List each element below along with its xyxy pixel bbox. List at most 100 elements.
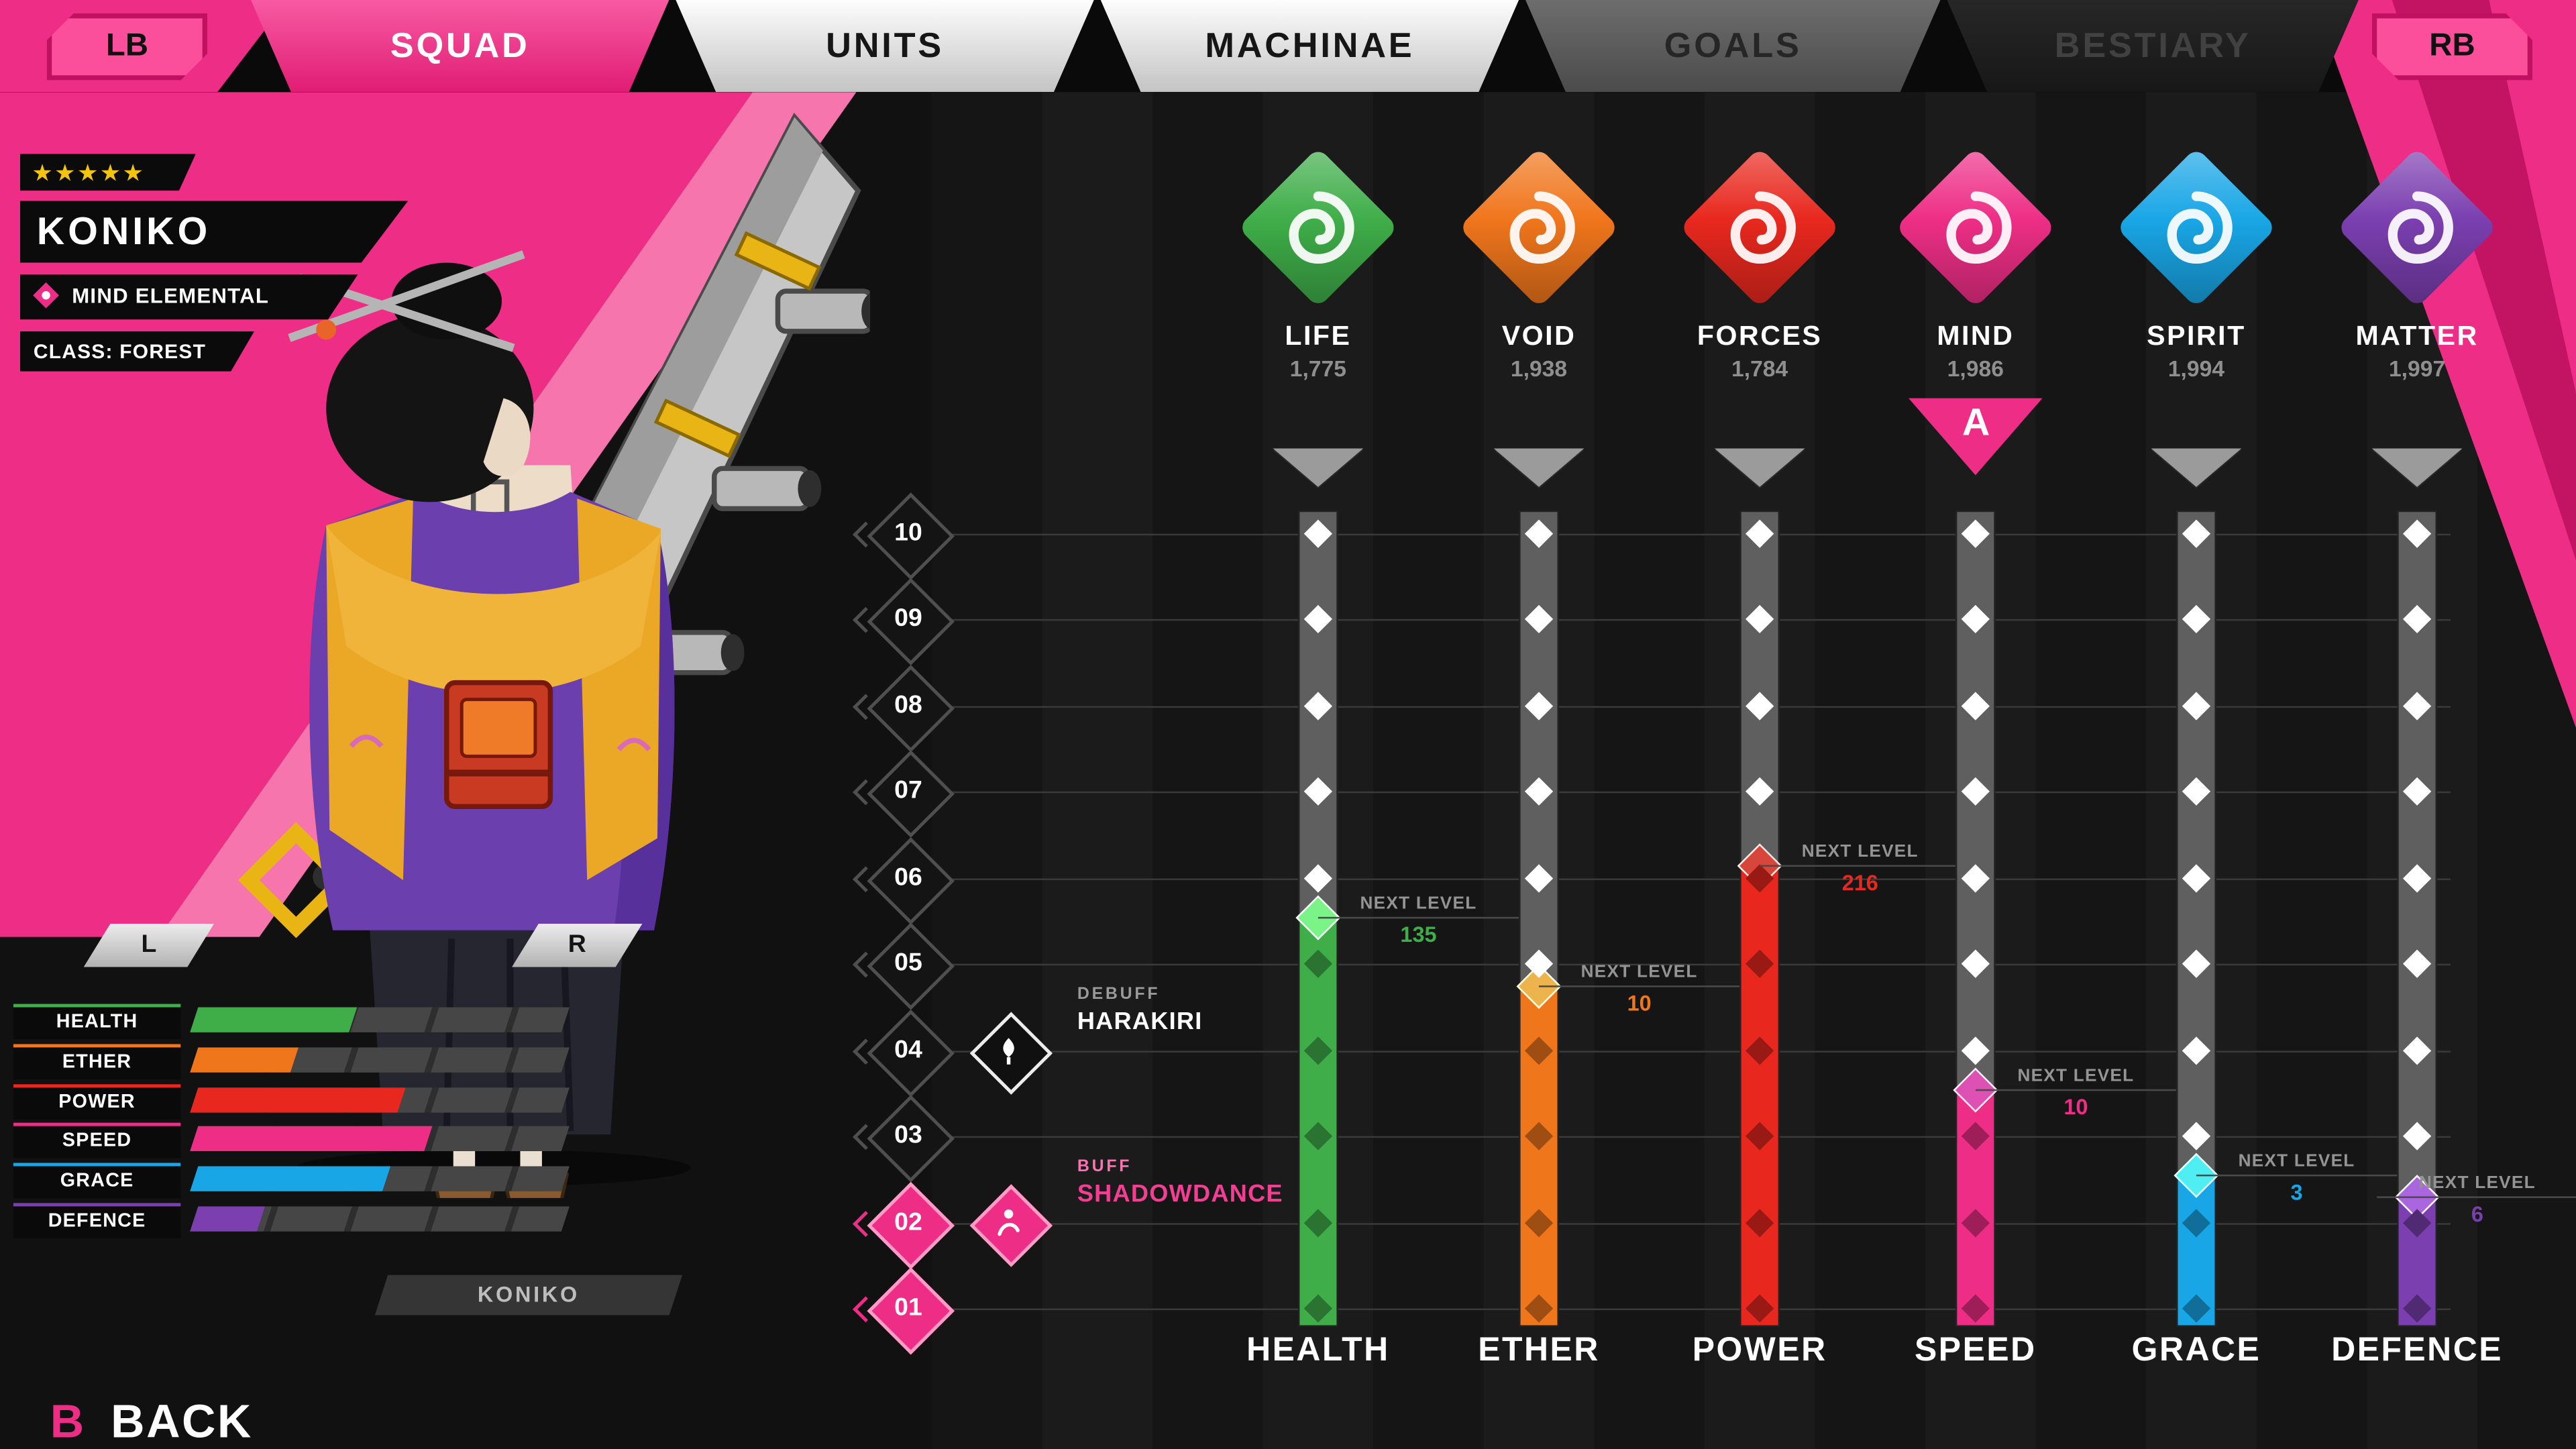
level-notch — [1961, 604, 1990, 634]
stat-summary-panel: HEALTH ETHER POWER SPEED GRACE DEFENCE — [13, 1002, 570, 1241]
level-notch — [1524, 863, 1554, 892]
next-level-value: 216 — [1841, 869, 1878, 895]
column-arrow-icon — [1714, 448, 1805, 487]
column-arrow-icon — [2151, 448, 2242, 487]
level-scale-10: 10 — [852, 491, 955, 580]
level-notch — [2182, 949, 2211, 978]
column-arrow-icon — [1493, 448, 1585, 487]
effect-name: SHADOWDANCE — [1077, 1180, 1283, 1208]
tab-units[interactable]: UNITS — [676, 0, 1093, 92]
character-name: KONIKO — [20, 201, 408, 262]
level-notch — [1303, 604, 1333, 634]
stat-summary-grace: GRACE — [13, 1161, 570, 1201]
level-notch — [2402, 949, 2432, 978]
level-notch — [2402, 604, 2432, 634]
level-scale-05: 05 — [852, 922, 955, 1010]
next-level-label: NEXT LEVEL — [1760, 841, 1961, 867]
stat-label: GRACE — [13, 1163, 181, 1199]
stat-label: ETHER — [13, 1043, 181, 1079]
level-notch — [1961, 519, 1990, 547]
element-value: 1,986 — [1947, 356, 2004, 382]
gridline — [940, 533, 2451, 535]
level-scale-06: 06 — [852, 836, 955, 924]
level-notch — [1524, 777, 1554, 806]
next-level-value: 10 — [2063, 1093, 2088, 1119]
track-label: SPEED — [1915, 1332, 2037, 1369]
track-label: GRACE — [2131, 1332, 2261, 1369]
stat-summary-power: POWER — [13, 1082, 570, 1122]
element-name: SPIRIT — [2147, 321, 2246, 352]
track-bar — [1516, 512, 1562, 1326]
effect-harakiri[interactable]: DEBUFF HARAKIRI — [953, 985, 1371, 1110]
next-level-annotation: NEXT LEVEL 135 — [1318, 893, 1519, 947]
next-level-label: NEXT LEVEL — [2196, 1151, 2398, 1177]
level-scale-01: 01 — [852, 1267, 955, 1355]
level-notch — [2402, 777, 2432, 806]
tab-machinae[interactable]: MACHINAE — [1101, 0, 1519, 92]
level-notch — [2182, 1035, 2211, 1065]
element-life[interactable]: LIFE 1,775 — [1201, 147, 1435, 411]
level-notch — [1961, 1035, 1990, 1065]
track-health[interactable]: NEXT LEVEL 135 HEALTH — [1201, 0, 1519, 1449]
character-class: CLASS: FOREST — [20, 331, 254, 372]
track-label: HEALTH — [1246, 1332, 1390, 1369]
level-notch — [1961, 863, 1990, 892]
level-scale-02: 02 — [852, 1181, 955, 1269]
next-level-label: NEXT LEVEL — [1539, 962, 1740, 987]
character-type: MIND ELEMENTAL — [20, 274, 358, 319]
element-spirit[interactable]: SPIRIT 1,994 — [2079, 147, 2313, 411]
track-bar — [1295, 512, 1341, 1326]
level-notch — [2182, 863, 2211, 892]
level-notch — [1524, 691, 1554, 720]
tab-goals[interactable]: GOALS — [1525, 0, 1940, 92]
r-button[interactable]: R — [512, 924, 642, 967]
level-notch — [2182, 777, 2211, 806]
void-icon — [1458, 147, 1619, 309]
stat-label: POWER — [13, 1083, 181, 1119]
mind-icon — [1894, 147, 2056, 309]
next-level-label: NEXT LEVEL — [1318, 893, 1519, 918]
gridline — [940, 1136, 2451, 1138]
element-forces[interactable]: FORCES 1,784 — [1643, 147, 1877, 411]
tab-bestiary[interactable]: BESTIARY — [1947, 0, 2358, 92]
element-value: 1,938 — [1510, 356, 1568, 382]
element-void[interactable]: VOID 1,938 — [1421, 147, 1656, 411]
element-name: FORCES — [1697, 321, 1823, 352]
rb-shoulder-button[interactable]: RB — [2372, 13, 2532, 80]
level-scale-04: 04 — [852, 1008, 955, 1097]
effect-shadowdance[interactable]: BUFF SHADOWDANCE — [953, 1157, 1371, 1283]
selected-marker-letter: A — [1962, 400, 1990, 443]
level-notch — [1746, 777, 1774, 806]
element-value: 1,775 — [1289, 356, 1346, 382]
stat-label: HEALTH — [13, 1004, 181, 1039]
buff-icon — [969, 1183, 1053, 1267]
level-notch — [1303, 519, 1333, 547]
debuff-icon — [969, 1011, 1053, 1094]
track-label: DEFENCE — [2331, 1332, 2503, 1369]
next-level-value: 135 — [1400, 921, 1437, 947]
tab-squad[interactable]: SQUAD — [251, 0, 669, 92]
life-icon — [1237, 147, 1399, 309]
element-value: 1,994 — [2167, 356, 2225, 382]
element-matter[interactable]: MATTER 1,997 — [2300, 147, 2534, 411]
lb-shoulder-button[interactable]: LB — [47, 13, 207, 80]
track-label: ETHER — [1478, 1332, 1600, 1369]
stat-summary-ether: ETHER — [13, 1042, 570, 1081]
element-name: VOID — [1501, 321, 1576, 352]
level-notch — [2182, 1122, 2211, 1150]
track-bar — [1953, 512, 1998, 1326]
element-mind[interactable]: MIND 1,986 — [1858, 147, 2092, 411]
effect-kind: DEBUFF — [1077, 984, 1161, 1004]
